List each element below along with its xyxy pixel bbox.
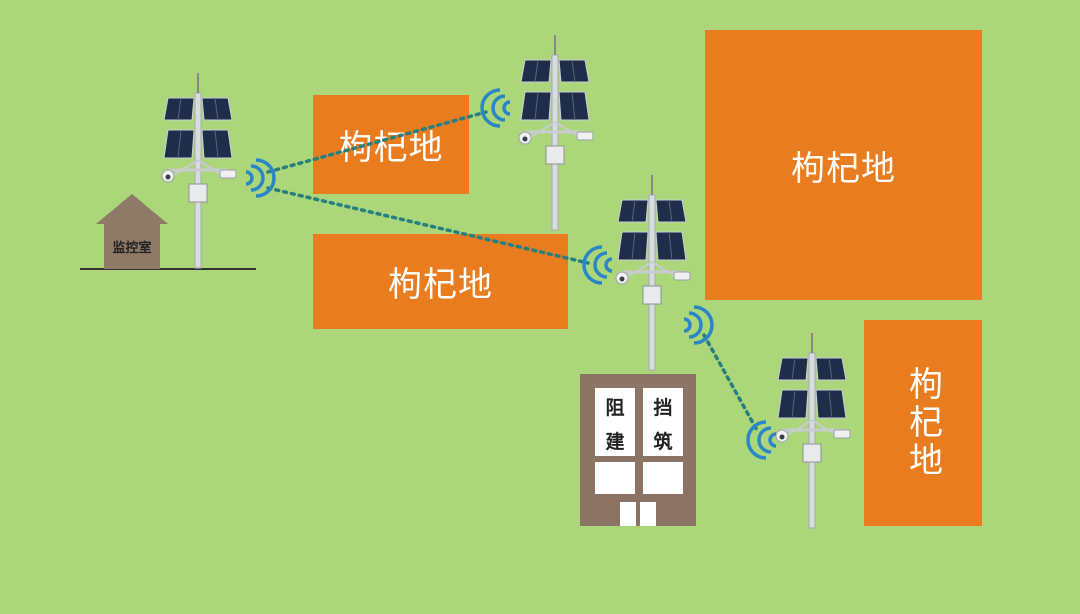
building-window-4: 筑 bbox=[643, 424, 683, 456]
solar-pole-bottom bbox=[774, 331, 852, 530]
monitor-room-label: 监控室 bbox=[112, 241, 152, 256]
field-vertical-right: 枸杞地 bbox=[864, 320, 982, 526]
link-main-to-middle bbox=[266, 186, 590, 265]
building-window-3: 建 bbox=[595, 424, 635, 456]
building-window-6 bbox=[643, 462, 683, 494]
wifi-signal-icon bbox=[244, 158, 276, 198]
wifi-signal-icon bbox=[582, 245, 614, 285]
building-window-1: 阻 bbox=[595, 388, 635, 424]
field-large-right: 枸杞地 bbox=[705, 30, 982, 300]
solar-pole-main bbox=[160, 71, 238, 270]
solar-pole-top bbox=[517, 33, 595, 232]
wifi-signal-icon bbox=[746, 420, 778, 460]
field-small-top: 枸杞地 bbox=[313, 95, 469, 194]
field-vertical-label: 枸杞地 bbox=[902, 366, 943, 480]
solar-pole-middle bbox=[614, 173, 692, 372]
wifi-signal-icon bbox=[480, 88, 512, 128]
building-window-2: 挡 bbox=[643, 388, 683, 424]
wifi-signal-icon bbox=[682, 305, 714, 345]
building-window-5 bbox=[595, 462, 635, 494]
building-door-left bbox=[620, 502, 636, 526]
house-icon bbox=[96, 194, 168, 269]
field-mid-left: 枸杞地 bbox=[313, 234, 568, 329]
building-door-right bbox=[640, 502, 656, 526]
link-main-to-top bbox=[266, 110, 488, 174]
link-middle-to-bottom bbox=[702, 333, 760, 434]
